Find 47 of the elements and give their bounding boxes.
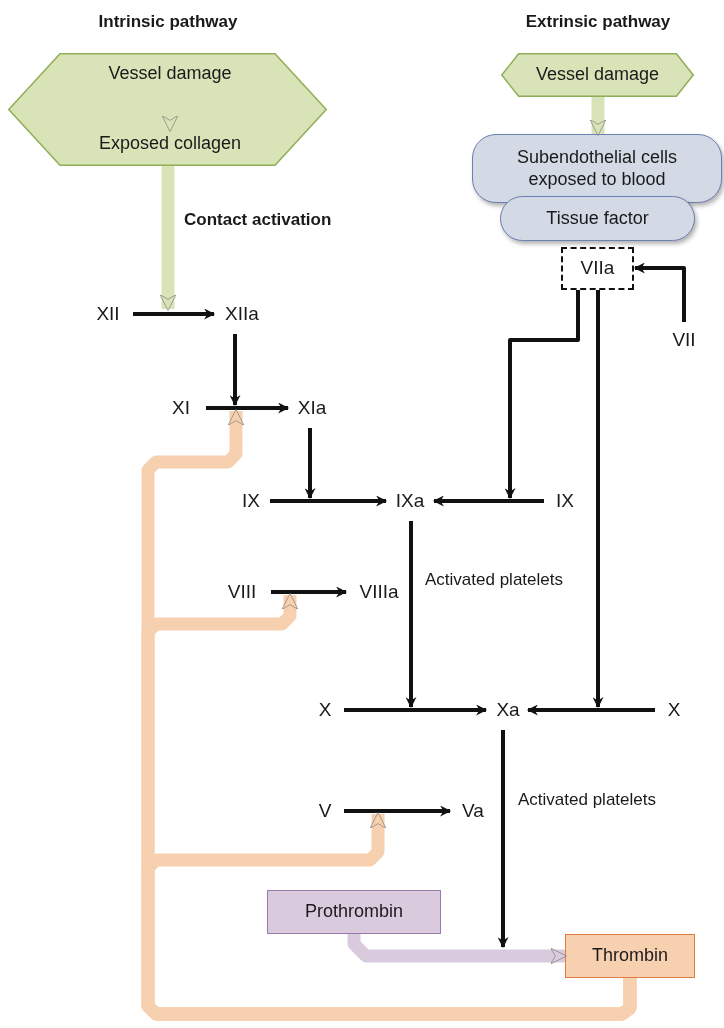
factor-label: V (313, 799, 337, 823)
step-label: Vessel damage (95, 62, 245, 86)
dashed-box: VIIa (561, 247, 634, 290)
rounded-box: Subendothelial cells exposed to blood (472, 134, 722, 203)
arrow (504, 290, 580, 500)
factor-label: X (662, 698, 686, 722)
protein-box: Prothrombin (267, 890, 441, 934)
factor-label: VII (667, 328, 701, 352)
factor-label: XI (166, 396, 196, 420)
arrow (133, 308, 216, 320)
rounded-box: Tissue factor (500, 196, 695, 241)
factor-label: VIIIa (352, 580, 406, 604)
edge-label: Activated platelets (425, 570, 563, 591)
step-label: Exposed collagen (80, 132, 260, 156)
factor-label: VIII (218, 580, 266, 604)
broad-arrow (141, 812, 637, 1021)
arrow (304, 428, 316, 500)
arrow (271, 586, 348, 598)
arrow (229, 334, 241, 407)
broad-arrow (589, 97, 607, 136)
arrow (270, 495, 388, 507)
factor-label: XIa (292, 396, 332, 420)
arrow (206, 402, 290, 414)
arrow (592, 290, 604, 709)
factor-label: IXa (388, 489, 432, 513)
arrow (633, 262, 686, 322)
hexagon-shape: Vessel damage (501, 53, 694, 97)
factor-label: IX (550, 489, 580, 513)
broad-arrow (347, 934, 567, 965)
factor-label: XIIa (216, 302, 268, 326)
edge-label: Activated platelets (518, 790, 656, 811)
factor-label: IX (236, 489, 266, 513)
factor-label: Va (456, 799, 490, 823)
broad-arrow (159, 166, 177, 311)
arrow (344, 704, 488, 716)
factor-label: XII (88, 302, 128, 326)
pathway-heading: Extrinsic pathway (525, 12, 671, 32)
protein-box: Thrombin (565, 934, 695, 978)
arrow (497, 730, 509, 949)
factor-label: X (313, 698, 337, 722)
factor-label: Xa (490, 698, 526, 722)
arrow (432, 495, 544, 507)
hexagon-shape (8, 53, 327, 166)
arrow (344, 805, 452, 817)
arrow (405, 521, 417, 709)
pathway-heading: Intrinsic pathway (98, 12, 238, 32)
arrow (526, 704, 655, 716)
